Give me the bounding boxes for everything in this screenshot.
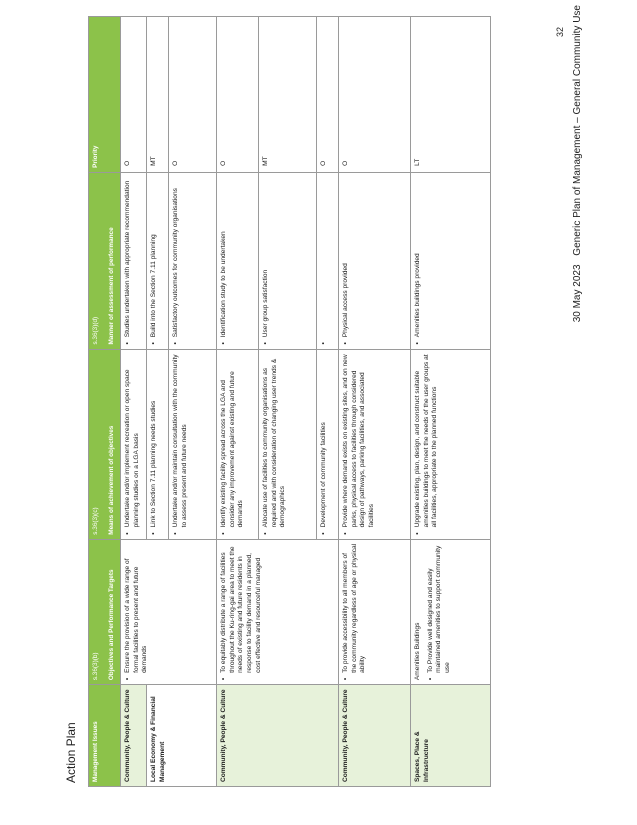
footer-title: Generic Plan of Management – General Com… [572, 5, 583, 256]
priority-cell: O [168, 16, 217, 173]
footer-date: 30 May 2023 [572, 264, 583, 323]
bullet-icon: • [219, 677, 227, 681]
assessment-cell: • User group satisfaction [258, 172, 317, 350]
means-cell: • Identify existing facility spread acro… [216, 349, 259, 540]
bullet-icon: • [171, 342, 179, 345]
management-issue-cell: Local Economy & Financial Management [146, 684, 217, 787]
means-cell: • Provide where demand exists on existin… [338, 349, 411, 540]
means-cell: • Upgrade existing, plan, design, and co… [410, 349, 491, 540]
means-cell: • Link to Section 7.11 planning needs st… [146, 349, 169, 540]
header-management-issues: Management Issues [88, 684, 121, 787]
management-issue-cell: Spaces, Place & Infrastructure [410, 684, 491, 787]
bullet-icon: • [219, 342, 227, 345]
priority-cell: O [216, 16, 259, 173]
header-means-ref: s.36(3)(c) [92, 507, 99, 535]
assessment-cell: • Physical access provided [338, 172, 411, 350]
table-header-row: Management Issues s.36(3)(b) Objectives … [88, 16, 121, 787]
bullet-icon: • [341, 532, 349, 535]
header-assessment: s.36(3)(d) Manner of assessment of perfo… [88, 172, 121, 350]
management-issue-cell: Community, People & Culture [120, 684, 147, 787]
page-footer: 30 May 2023 Generic Plan of Management –… [572, 5, 583, 505]
header-objectives-label: Objectives and Performance Targets [108, 569, 116, 681]
priority-cell: LT [410, 16, 491, 173]
assessment-cell: • Amenities buildings provided [410, 172, 491, 350]
objective-cell: • Ensure the provision of a wide range o… [120, 539, 217, 685]
bullet-icon: • [319, 532, 327, 535]
means-cell: • Development of community facilities [316, 349, 339, 540]
header-objectives: s.36(3)(b) Objectives and Performance Ta… [88, 539, 121, 685]
header-priority: Priority [88, 16, 121, 173]
page-number: 32 [555, 26, 565, 37]
bullet-icon: • [123, 677, 131, 681]
bullet-icon: • [149, 532, 157, 535]
management-issue-cell: Community, People & Culture [338, 684, 411, 787]
bullet-icon: • [261, 342, 269, 345]
header-assessment-label: Manner of assessment of performance [108, 227, 116, 345]
assessment-cell: • Build into the Section 7.11 planning [146, 172, 169, 350]
bullet-icon: • [149, 342, 157, 345]
priority-cell: MT [146, 16, 169, 173]
bullet-icon: • [319, 342, 327, 345]
table-row: Community, People & Culture • To provide… [338, 16, 411, 787]
bullet-icon: • [426, 677, 434, 681]
objective-cell: Amenities Buildings • To Provide well de… [410, 539, 491, 685]
table-row: Spaces, Place & Infrastructure Amenities… [410, 16, 491, 787]
means-cell: • Allocate use of facilities to communit… [258, 349, 317, 540]
table-row: Community, People & Culture • Ensure the… [120, 16, 217, 787]
header-objectives-ref: s.36(3)(b) [92, 652, 99, 681]
action-plan-table: Management Issues s.36(3)(b) Objectives … [88, 16, 491, 787]
objective-cell: • To equitably distribute a range of fac… [216, 539, 339, 685]
bullet-icon: • [171, 532, 179, 535]
management-issue-cell: Community, People & Culture [216, 684, 339, 787]
means-cell: • Undertake and/or implement recreation … [120, 349, 147, 540]
assessment-cell: • Studies undertaken with appropriate re… [120, 172, 147, 350]
assessment-cell: • Satisfactory outcomes for community or… [168, 172, 217, 350]
header-means: s.36(3)(c) Means of achievement of objec… [88, 349, 121, 540]
bullet-icon: • [341, 342, 349, 345]
bullet-icon: • [123, 532, 131, 535]
bullet-icon: • [413, 532, 421, 535]
header-means-label: Means of achievement of objectives [108, 425, 116, 535]
bullet-icon: • [341, 677, 349, 681]
assessment-cell: • [316, 172, 339, 350]
priority-cell: O [316, 16, 339, 173]
bullet-icon: • [123, 342, 131, 345]
assessment-cell: • Identification study to be undertaken [216, 172, 259, 350]
means-cell: • Undertake and/or maintain consultation… [168, 349, 217, 540]
priority-cell: MT [258, 16, 317, 173]
priority-cell: O [120, 16, 147, 173]
bullet-icon: • [219, 532, 227, 535]
section-title: Action Plan [64, 722, 78, 783]
bullet-icon: • [413, 342, 421, 345]
objective-cell: • To provide accessibility to all member… [338, 539, 411, 685]
header-assessment-ref: s.36(3)(d) [92, 316, 99, 345]
bullet-icon: • [261, 532, 269, 535]
table-row: Community, People & Culture • To equitab… [216, 16, 339, 787]
priority-cell: O [338, 16, 411, 173]
objective-heading: Amenities Buildings [413, 622, 421, 681]
